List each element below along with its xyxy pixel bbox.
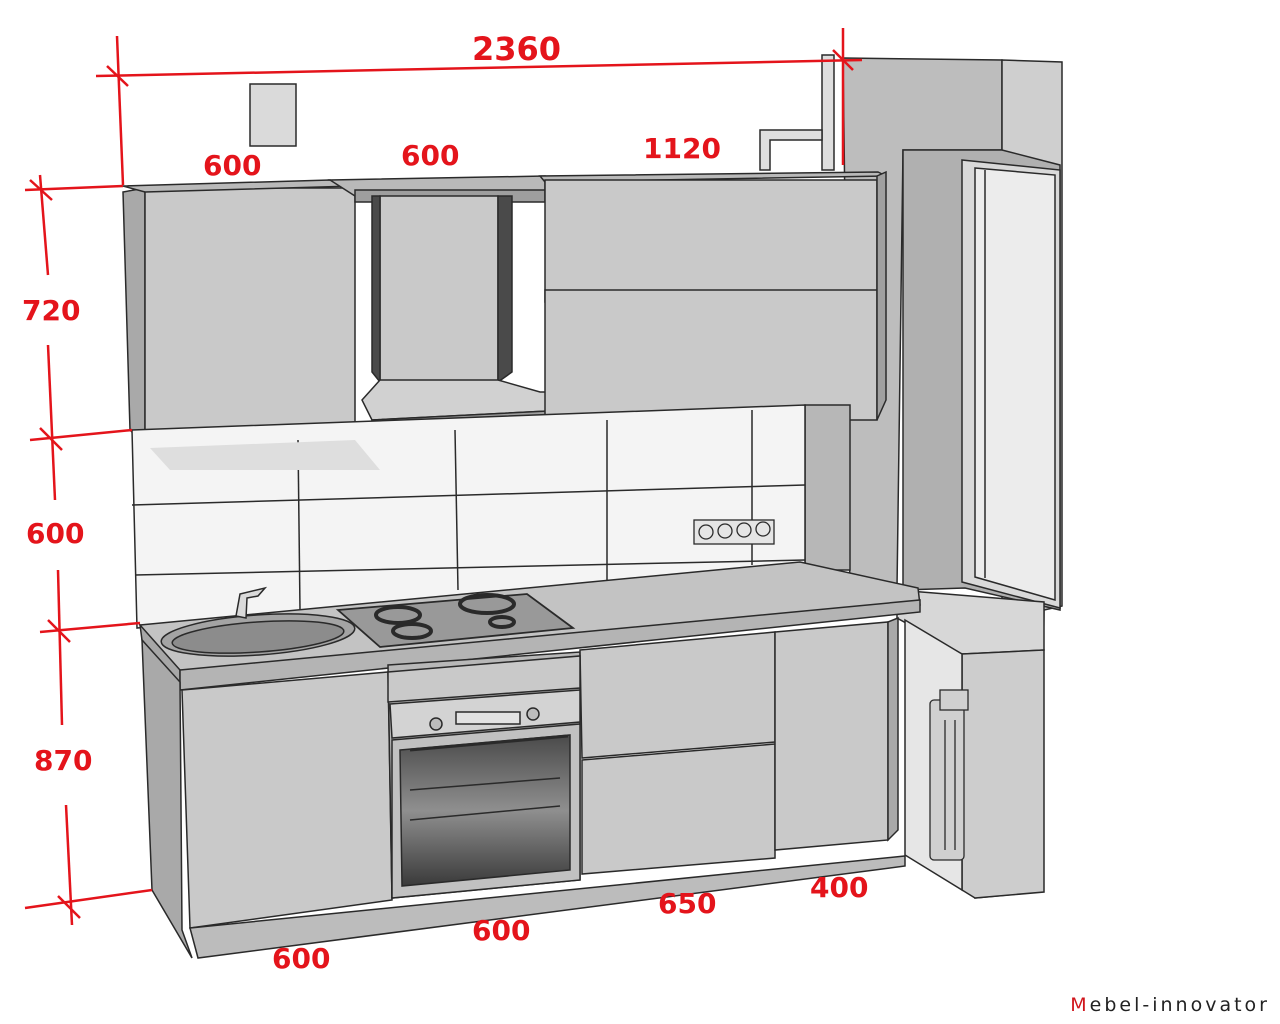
oven [387,655,581,899]
upper-cabinet-left [122,179,356,447]
dim-base-sink: 600 [272,942,330,975]
dim-total-width: 2360 [472,30,561,68]
sink [160,586,356,657]
hood-cabinet [327,175,569,427]
brand-name-rest: ebel-innovator [1089,994,1270,1016]
wall-column [842,57,1063,899]
dim-base-drawers: 650 [658,887,716,920]
dim-base-end: 400 [810,871,868,904]
cooktop [335,593,576,648]
dim-base-height: 870 [34,744,92,777]
brand-first-letter: M [1070,994,1090,1016]
upper-cabinet-right [538,170,887,571]
dim-upper-right: 1120 [643,132,721,165]
power-sockets [693,519,775,545]
gas-pipe [759,54,835,171]
dimension-lines [24,28,863,926]
dim-upper-left: 600 [203,149,261,182]
dim-base-oven: 600 [472,914,530,947]
dim-hood-cabinet: 600 [401,139,459,172]
dim-backsplash-height: 600 [26,517,84,550]
wall-panel-left [249,83,297,147]
brand-watermark: Mebel-innovator [1070,994,1270,1016]
dim-line-total [95,58,863,78]
radiator [929,689,969,861]
dim-upper-height: 720 [22,294,80,327]
